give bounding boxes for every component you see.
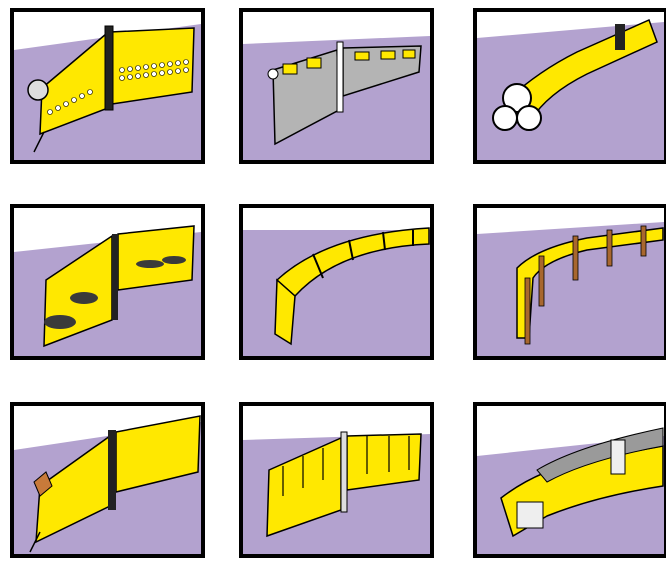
staked-boom-illustration <box>477 222 664 356</box>
stabilized-fence-boom-illustration <box>14 225 201 356</box>
inflatable-boom-illustration <box>477 18 664 160</box>
ballasted-fence-boom-illustration <box>14 415 201 554</box>
boom-panel-4 <box>10 204 205 360</box>
boom-panel-5 <box>239 204 434 360</box>
boom-panel-8 <box>239 402 434 558</box>
netted-boom-illustration <box>477 427 664 554</box>
boom-panel-6 <box>473 204 666 360</box>
curved-boom-illustration <box>243 227 430 356</box>
boom-panel-3 <box>473 8 666 164</box>
boom-panel-1 <box>10 8 205 164</box>
curtain-boom-illustration <box>243 36 430 160</box>
boom-panel-7 <box>10 402 205 558</box>
pocketed-boom-illustration <box>243 431 430 554</box>
boom-panel-9 <box>473 402 666 558</box>
float-boom-illustration <box>14 24 201 160</box>
boom-panel-2 <box>239 8 434 164</box>
